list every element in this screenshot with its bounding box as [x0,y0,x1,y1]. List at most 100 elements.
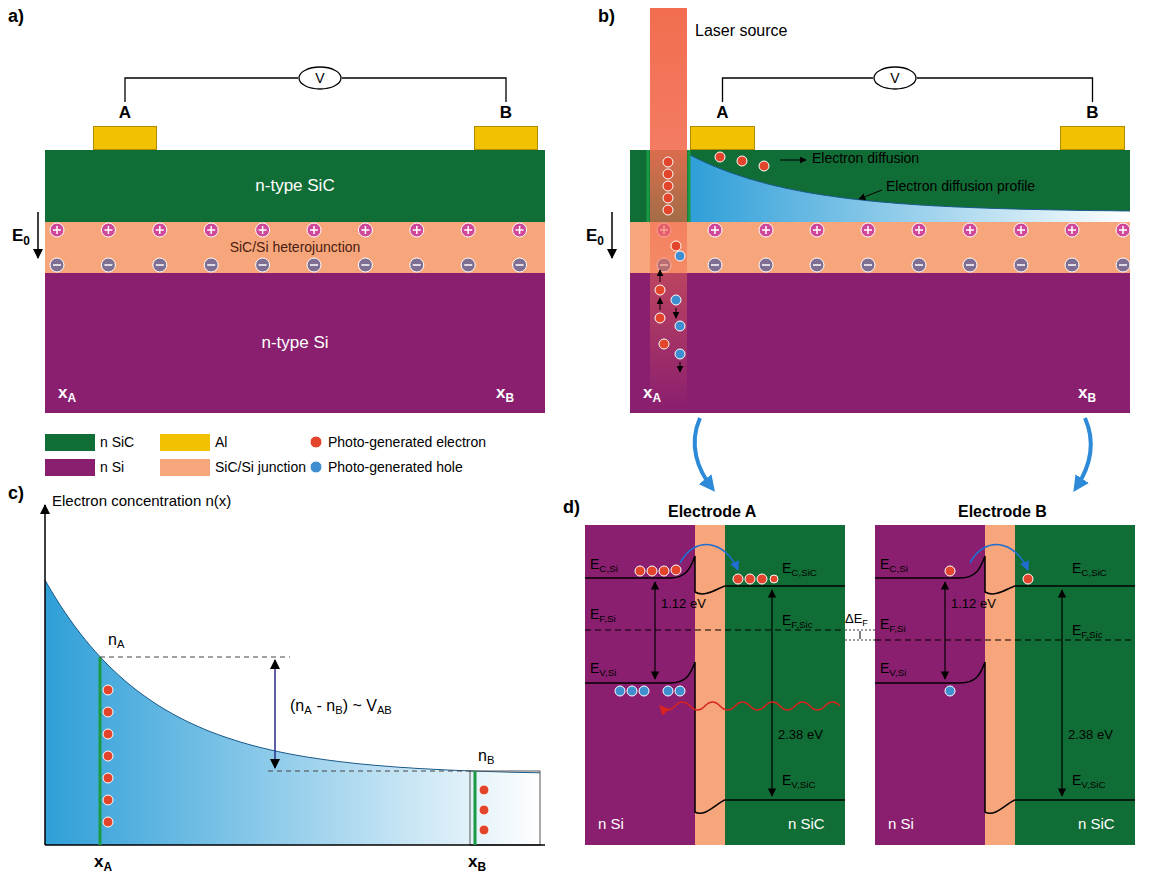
concentration-plot [100,657,290,658]
layer-stack-a [38,150,545,413]
label: c) [8,483,24,504]
legend-icon [310,461,322,473]
label: 1.12 eV [951,597,996,612]
electrode-pad [1060,126,1125,150]
layer-stack-b [630,150,1130,222]
carrier-dot [103,729,113,739]
negative-charge [410,258,424,272]
negative-charge [1119,264,1127,266]
positive-charge [256,223,270,237]
subscript: V,Si [889,667,906,678]
positive-charge [963,223,977,237]
positive-charge [365,226,367,234]
layer-stack-a [45,222,545,273]
legend-icon [310,436,322,473]
carrier-dot [479,825,489,835]
label: xB [496,383,514,405]
label-text: n [108,631,117,648]
photo-carrier [663,181,673,191]
photo-carrier [663,193,673,203]
negative-charge [413,264,421,266]
photo-carrier [663,205,673,215]
carrier-arrow [859,190,882,199]
node-label: B [1060,102,1125,124]
subscript: V,Si [599,667,616,678]
subscript: F [862,618,868,628]
negative-charge [101,258,115,272]
band-carrier [745,574,755,584]
label: Electron concentration n(x) [52,492,231,509]
subscript: V,SiC [1081,779,1105,790]
subscript: C,Si [599,563,618,574]
legend-icon [310,436,322,448]
negative-charge [461,258,475,272]
label: a) [8,6,24,27]
subscript: F,Sic [1081,629,1102,640]
negative-charge [50,258,64,272]
positive-charge [708,223,722,237]
carrier-arrow [660,160,882,372]
electrode: A [690,102,755,150]
positive-charge [307,223,321,237]
band-diagram [771,590,772,796]
label-text: E [1072,622,1081,638]
label-text: x [1078,383,1087,402]
photo-carrier [715,152,725,162]
subscript: F,Sic [791,619,812,630]
label: EC,Si [590,556,618,574]
photo-carrier [737,156,747,166]
transfer-arrow [660,545,1028,710]
negative-charge [361,264,369,266]
fermi-level [860,631,861,639]
positive-charge [1122,226,1124,234]
label-text: d) [563,497,580,517]
legend-swatch [45,434,95,451]
photo-carrier [759,161,769,171]
label-text: 2.38 eV [778,727,823,742]
label-text: E [782,772,791,788]
band-diagram [585,525,695,845]
positive-charge [759,223,773,237]
subscript: 0 [23,234,30,248]
wire [723,78,874,102]
subscript: A [304,704,311,716]
subscript: V,SiC [791,779,815,790]
positive-charge [416,226,418,234]
layer-label: SiC/Si heterojunction [230,239,361,256]
label-text: n [478,747,487,764]
positive-charge [410,223,424,237]
label: d) [563,497,580,518]
negative-charge [310,264,318,266]
band-carrier [675,686,685,696]
label: E0 [586,226,604,248]
label: xB [1078,383,1096,405]
photo-carrier [671,295,681,305]
band-carrier [770,575,778,583]
concentration-plot [45,505,545,845]
label-text: c) [8,483,24,503]
label-text: E [1072,560,1081,576]
negative-charge [759,258,773,272]
source-label: Laser source [695,22,788,40]
label: b) [598,6,615,27]
label: n SiC [1078,815,1115,832]
band-carrier [615,565,1033,696]
label-text: Electrode B [958,503,1047,520]
photo-carrier [663,157,673,167]
negative-charge [204,258,218,272]
positive-charge [1020,226,1022,234]
subscript: A [117,638,124,650]
label-text: x [58,383,67,402]
carrier-dot [103,795,113,805]
legend-text: Photo-generated electron [328,433,486,452]
positive-charge [159,226,161,234]
positive-charge [810,223,824,237]
laser-beam [647,150,650,222]
band-carrier [647,566,657,576]
band-carrier [1023,574,1033,584]
negative-charge [358,258,372,272]
photo-carrier [655,313,665,323]
label-text: Electron diffusion [812,150,919,166]
positive-charge [867,226,869,234]
